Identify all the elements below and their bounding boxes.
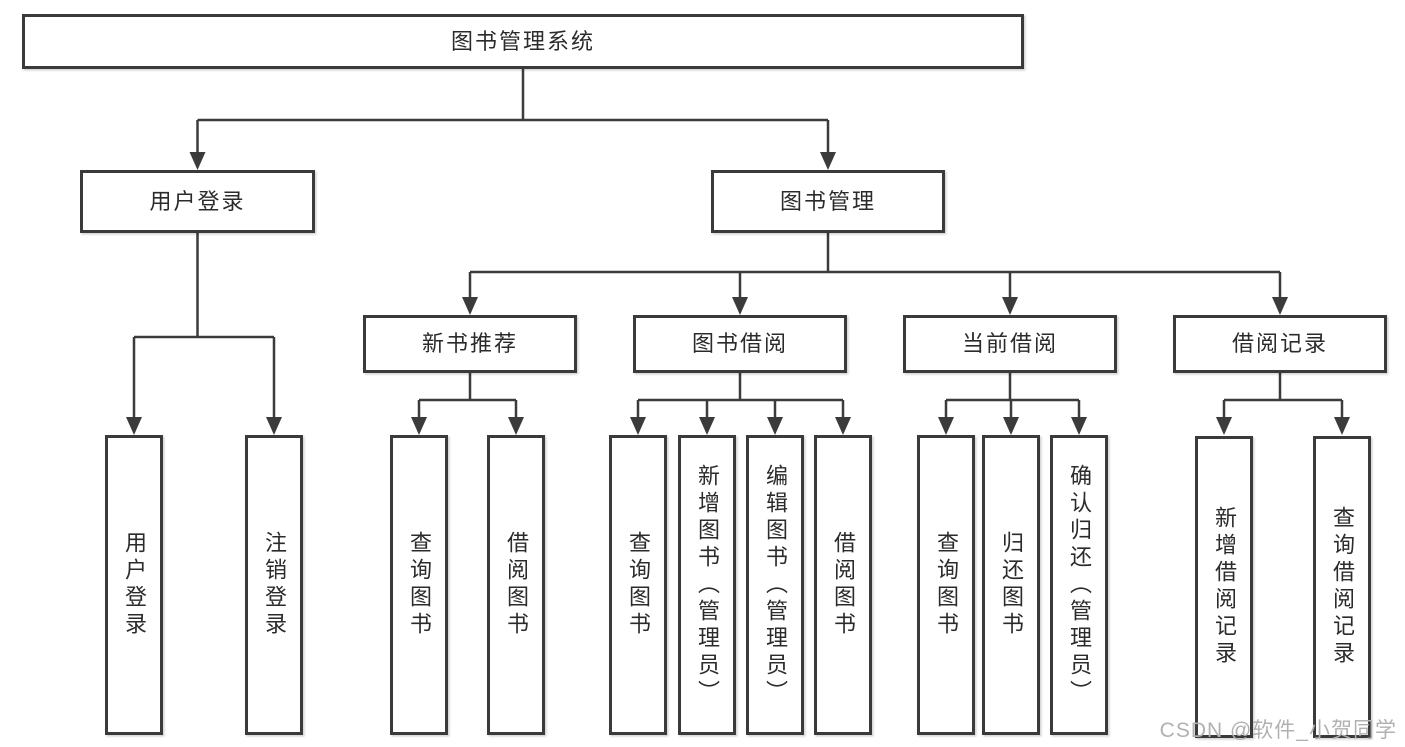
connector-root-to-level2 — [189, 69, 836, 170]
node-label: 借阅图书 — [504, 531, 529, 639]
arrow-down-icon — [462, 297, 478, 315]
arrow-down-icon — [508, 417, 524, 435]
node-book-borrowing: 图书借阅 — [633, 315, 847, 373]
node-label: 图书借阅 — [691, 331, 788, 356]
leaf-user-login: 用户登录 — [105, 435, 163, 735]
arrow-down-icon — [411, 417, 427, 435]
node-label: 新增借阅记录 — [1212, 506, 1237, 668]
connector-current-borrowing-to-leaves — [938, 373, 1087, 435]
arrow-down-icon — [699, 417, 715, 435]
leaf-query-borrow-record: 查询借阅记录 — [1313, 436, 1371, 738]
node-label: 查询图书 — [626, 531, 651, 639]
leaf-edit-books-admin: 编辑图书（管理员） — [746, 435, 804, 735]
node-label: 图书管理系统 — [450, 28, 595, 54]
node-label: 用户登录 — [122, 531, 147, 639]
leaf-borrow-books-recommend: 借阅图书 — [487, 435, 545, 735]
arrow-down-icon — [1002, 297, 1018, 315]
arrow-down-icon — [1216, 417, 1232, 435]
connector-book-management-to-level3 — [462, 233, 1288, 315]
leaf-logout-login: 注销登录 — [245, 435, 303, 735]
arrow-down-icon — [835, 417, 851, 435]
arrow-down-icon — [767, 417, 783, 435]
leaf-return-books: 归还图书 — [982, 435, 1040, 735]
leaf-add-books-admin: 新增图书（管理员） — [678, 435, 736, 735]
node-label: 借阅图书 — [831, 531, 856, 639]
leaf-query-books-current: 查询图书 — [917, 435, 975, 735]
node-borrowing-records: 借阅记录 — [1173, 315, 1387, 373]
node-label: 图书管理 — [779, 188, 876, 214]
node-label: 查询图书 — [407, 531, 432, 639]
arrow-down-icon — [820, 152, 836, 170]
leaf-borrow-books: 借阅图书 — [814, 435, 872, 735]
connector-borrowing-records-to-leaves — [1216, 373, 1350, 435]
arrow-down-icon — [1334, 417, 1350, 435]
node-label: 新书推荐 — [421, 331, 518, 356]
node-label: 查询图书 — [934, 531, 959, 639]
arrow-down-icon — [630, 417, 646, 435]
node-current-borrowing: 当前借阅 — [903, 315, 1117, 373]
node-label: 借阅记录 — [1231, 331, 1328, 356]
leaf-confirm-return-admin: 确认归还（管理员） — [1050, 435, 1108, 735]
node-label: 归还图书 — [999, 531, 1024, 639]
leaf-query-books-borrowing: 查询图书 — [609, 435, 667, 735]
node-book-management: 图书管理 — [711, 170, 945, 233]
node-label: 确认归还（管理员） — [1067, 463, 1092, 707]
arrow-down-icon — [732, 297, 748, 315]
arrow-down-icon — [189, 152, 206, 170]
connector-user-login-to-leaves — [126, 233, 282, 435]
connector-new-book-recommend-to-leaves — [411, 373, 524, 435]
node-label: 用户登录 — [149, 188, 246, 214]
arrow-down-icon — [938, 417, 954, 435]
leaf-query-books-recommend: 查询图书 — [390, 435, 448, 735]
leaf-add-borrow-record: 新增借阅记录 — [1195, 436, 1253, 738]
node-label: 查询借阅记录 — [1330, 506, 1355, 668]
node-label: 新增图书（管理员） — [695, 463, 720, 707]
arrow-down-icon — [1003, 417, 1019, 435]
node-new-book-recommend: 新书推荐 — [363, 315, 577, 373]
node-label: 注销登录 — [262, 531, 287, 639]
csdn-watermark: CSDN @软件_小贺同学 — [1159, 719, 1397, 742]
arrow-down-icon — [1071, 417, 1087, 435]
node-library-management-system: 图书管理系统 — [22, 14, 1024, 69]
arrow-down-icon — [1272, 297, 1288, 315]
node-user-login: 用户登录 — [80, 170, 315, 233]
node-label: 编辑图书（管理员） — [763, 463, 788, 707]
node-label: 当前借阅 — [961, 331, 1058, 356]
arrow-down-icon — [266, 417, 282, 435]
connector-book-borrowing-to-leaves — [630, 373, 851, 435]
arrow-down-icon — [126, 417, 142, 435]
